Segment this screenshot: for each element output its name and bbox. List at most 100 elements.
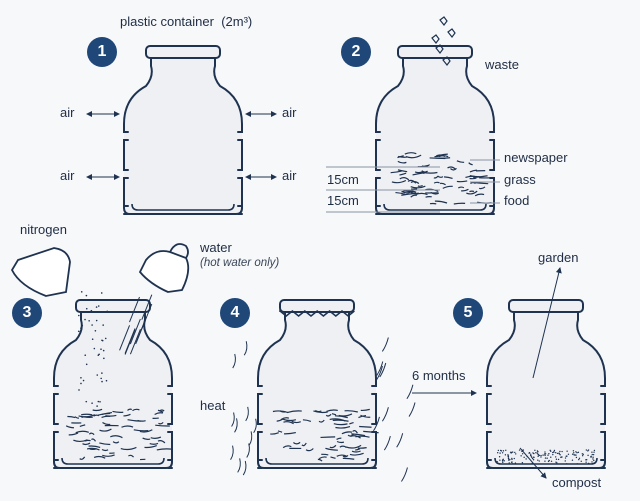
waste-layer-mark <box>329 444 337 449</box>
waste-layer-mark <box>443 176 453 180</box>
waste-piece-icon <box>447 28 456 38</box>
compost-particle <box>552 451 554 454</box>
compost-particle <box>591 461 593 463</box>
compost-particle <box>532 459 535 461</box>
nitrogen-particle <box>101 380 103 383</box>
compost-particle <box>561 456 563 458</box>
jar-inner-bottom <box>383 203 487 211</box>
waste-layer-mark <box>434 200 448 204</box>
waste-layer-mark <box>330 456 336 459</box>
compost-particle <box>538 460 540 462</box>
compost-particle <box>525 458 527 460</box>
compost-particle <box>531 456 533 459</box>
waste-layer-mark <box>401 190 414 194</box>
waste-layer-mark <box>301 442 307 447</box>
compost-particle <box>576 452 578 454</box>
waste-layer-mark <box>282 445 292 449</box>
compost-particle <box>513 457 515 460</box>
compost-particle <box>587 450 589 452</box>
compost-particle <box>540 456 542 458</box>
waste-layer-mark <box>410 194 417 198</box>
jar-side <box>257 311 287 469</box>
waste-layer-mark <box>317 458 323 462</box>
waste-layer-mark <box>359 425 372 428</box>
compost-particle <box>536 452 539 454</box>
waste-layer-mark <box>399 177 410 181</box>
waste-layer-mark <box>99 442 111 446</box>
waste-layer-mark <box>133 429 149 432</box>
compost-label: compost <box>552 475 602 490</box>
jar-base <box>375 183 495 215</box>
compost-particle <box>505 449 507 451</box>
compost-particle <box>575 456 578 459</box>
jar-side <box>486 311 516 469</box>
water-stream-line <box>129 296 140 323</box>
nitrogen-particle <box>85 294 88 297</box>
waste-layer-mark <box>283 421 294 425</box>
heat-wave-line <box>248 431 253 446</box>
jar-side <box>347 311 377 469</box>
waste-layer-mark <box>128 454 135 458</box>
compost-particle <box>498 456 501 458</box>
waste-layer-mark <box>412 172 423 176</box>
waste-layer-mark <box>429 157 446 160</box>
garden-arrow <box>532 267 562 379</box>
compost-particle <box>576 463 578 465</box>
compost-particle <box>564 460 566 462</box>
waste-layer-mark <box>282 418 297 422</box>
compost-particle <box>548 453 550 455</box>
heat-wave-line <box>381 337 389 352</box>
waste-layer-mark <box>326 409 338 412</box>
compost-particle <box>544 453 546 455</box>
compost-particle <box>544 454 546 457</box>
heat-wave-line <box>406 384 414 399</box>
compost-particle <box>521 453 524 455</box>
compost-particle <box>557 458 560 461</box>
compost-particle <box>540 454 542 457</box>
heat-wave-line <box>237 458 241 473</box>
compost-particle <box>550 460 553 462</box>
waste-layer-mark <box>105 414 117 417</box>
waste-layer-mark <box>433 181 440 184</box>
watering-can-icon <box>138 250 190 293</box>
waste-layer-mark <box>279 410 286 413</box>
waste-layer-mark <box>338 413 353 417</box>
nitrogen-particle <box>99 401 101 403</box>
compost-particle <box>499 459 501 461</box>
waste-layer-mark <box>318 456 327 460</box>
waste-layer-mark <box>291 420 301 424</box>
compost-particle <box>537 453 539 456</box>
waste-layer-mark <box>88 432 95 436</box>
compost-particle <box>593 449 596 452</box>
compost-particle <box>534 449 536 451</box>
jar-fill <box>487 312 605 468</box>
compost-particle <box>590 456 592 458</box>
compost-particle <box>547 454 549 456</box>
compost-particle <box>578 457 581 460</box>
compost-particle <box>533 456 535 459</box>
jar-inner-bottom <box>494 457 598 465</box>
waste-layer-mark <box>82 442 91 446</box>
air-label: air <box>282 168 297 183</box>
waste-layer-mark <box>351 450 361 453</box>
waste-layer-mark <box>442 185 453 189</box>
waste-layer-mark <box>81 413 93 416</box>
waste-layer-mark <box>157 440 166 444</box>
waste-layer-mark <box>336 440 345 444</box>
heat-wave-line <box>253 418 257 433</box>
water-stream-line <box>129 328 141 355</box>
waste-layer-mark <box>97 412 111 416</box>
nitrogen-particle <box>102 349 105 352</box>
jar-fill <box>258 312 376 468</box>
waste-layer-mark <box>355 448 361 451</box>
waste-layer-mark <box>363 430 379 434</box>
grass-label: grass <box>504 172 536 187</box>
waste-layer-mark <box>67 415 76 419</box>
jar-inner-bottom <box>61 457 165 465</box>
nitrogen-particle <box>77 330 80 333</box>
waste-label: waste <box>485 57 519 72</box>
compost-particle <box>518 449 521 451</box>
compost-particle <box>580 460 582 462</box>
jar-fill <box>124 58 242 214</box>
